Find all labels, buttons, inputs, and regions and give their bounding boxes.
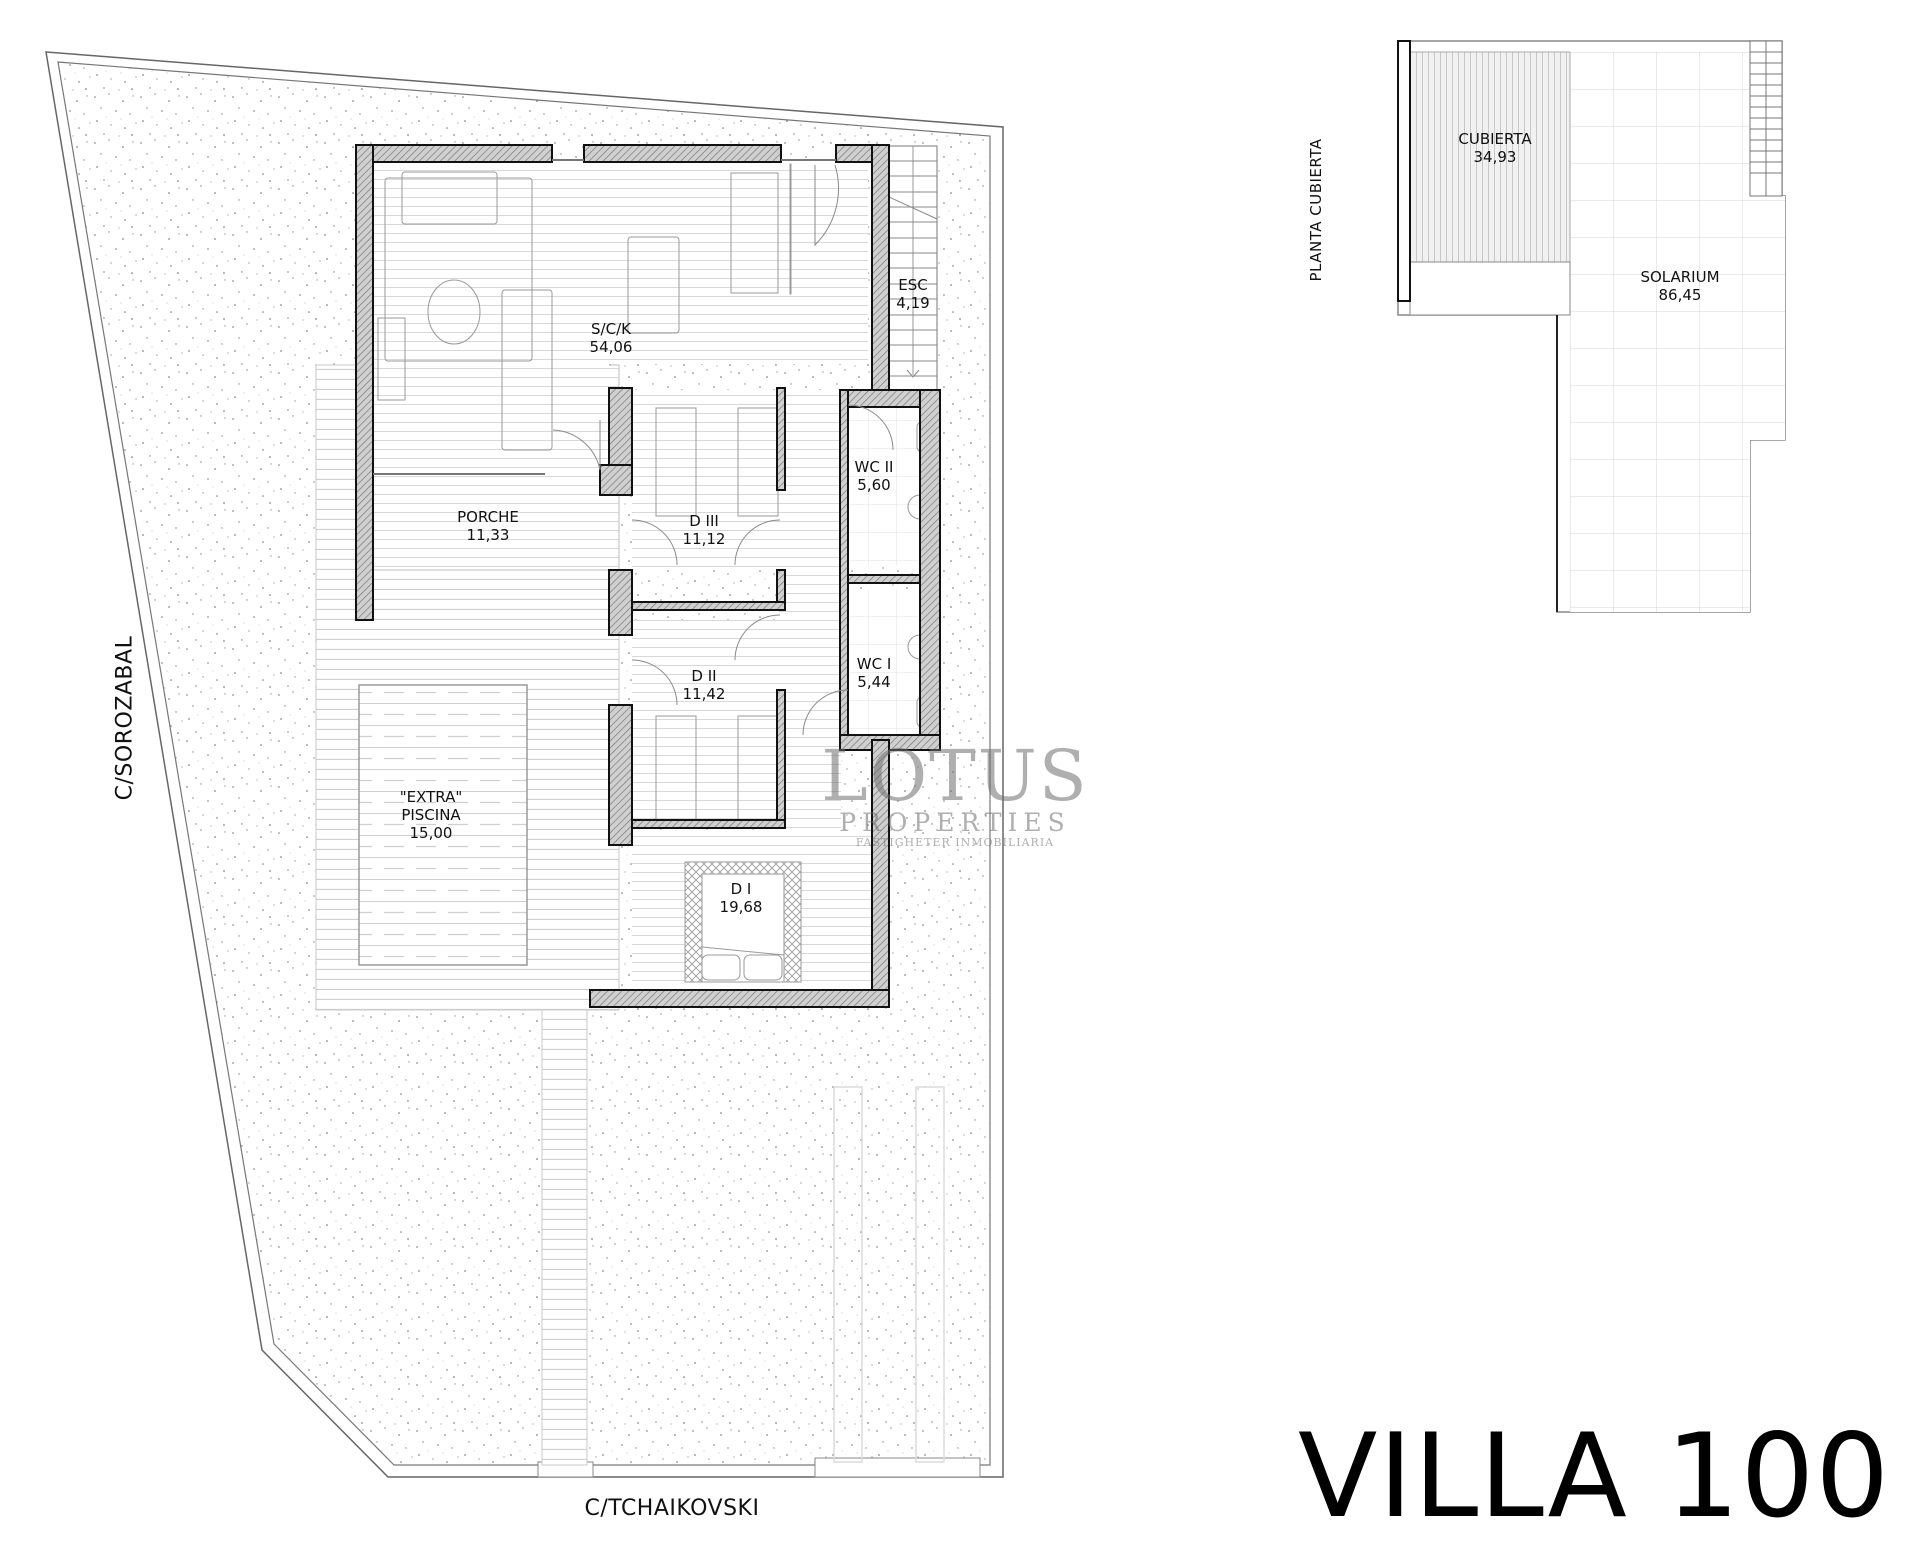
plan-title: VILLA 100 (1298, 1409, 1891, 1544)
room-name: WC I (856, 655, 892, 673)
room-label-solarium: SOLARIUM 86,45 (1640, 268, 1719, 304)
room-area: 5,44 (857, 673, 891, 691)
doors (552, 164, 894, 736)
room-label-sck: S/C/K 54,06 (590, 320, 633, 356)
room-area: 54,06 (589, 338, 633, 356)
street-label-bottom: C/TCHAIKOVSKI (584, 1496, 760, 1521)
room-label-piscina: "EXTRA" PISCINA 15,00 (400, 788, 463, 842)
room-name: SOLARIUM (1640, 268, 1720, 286)
room-name: D I (730, 880, 752, 898)
room-label-d2: D II 11,42 (683, 667, 726, 703)
room-name: CUBIERTA (1458, 130, 1532, 148)
room-name: PISCINA (401, 806, 461, 824)
room-area: 15,00 (409, 824, 453, 842)
room-label-d1: D I 19,68 (720, 880, 763, 916)
pool (358, 684, 528, 966)
street-label-left: C/SOROZABAL (112, 635, 138, 801)
room-tag: "EXTRA" (399, 788, 463, 806)
walls (355, 144, 941, 1008)
room-label-esc: ESC 4,19 (896, 276, 929, 312)
room-label-wc2: WC II 5,60 (855, 458, 894, 494)
roof-stair (1749, 40, 1783, 197)
room-area: 86,45 (1658, 286, 1702, 304)
roof-plan-drawing (1397, 40, 1786, 613)
room-label-wc1: WC I 5,44 (857, 655, 892, 691)
room-label-cubierta: CUBIERTA 34,93 (1458, 130, 1531, 166)
windows (373, 159, 836, 475)
stair (888, 145, 938, 393)
room-label-d3: D III 11,12 (683, 512, 726, 548)
house-floor (373, 145, 938, 992)
room-name: WC II (854, 458, 894, 476)
room-area: 19,68 (719, 898, 763, 916)
room-name: D II (691, 667, 717, 685)
room-area: 34,93 (1473, 148, 1517, 166)
room-area: 11,12 (682, 530, 726, 548)
room-area: 4,19 (896, 294, 930, 312)
room-name: D III (689, 512, 719, 530)
room-area: 5,60 (857, 476, 891, 494)
room-name: PORCHE (457, 508, 519, 526)
room-area: 11,33 (466, 526, 510, 544)
roof-plan-label: PLANTA CUBIERTA (1307, 138, 1325, 282)
room-name: S/C/K (591, 320, 631, 338)
room-name: ESC (898, 276, 928, 294)
room-label-porche: PORCHE 11,33 (457, 508, 519, 544)
room-area: 11,42 (682, 685, 726, 703)
furniture (377, 163, 938, 983)
